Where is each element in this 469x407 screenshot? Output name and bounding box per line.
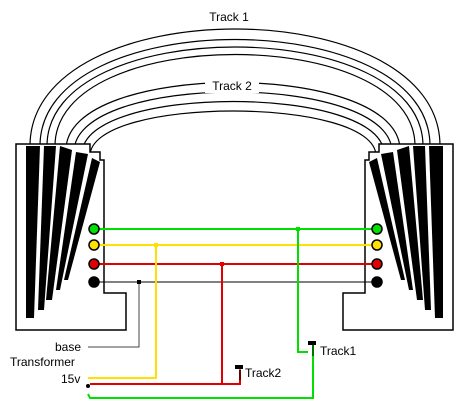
green-drop-wire-track1 [297, 229, 308, 353]
voltage-label: 15v [61, 372, 80, 386]
track1-switch [308, 341, 316, 356]
right-terminals [371, 223, 383, 288]
yellow-drop-wire [88, 245, 157, 379]
left-yellow-terminal [88, 239, 100, 251]
red-switch-wire [222, 370, 241, 385]
track-1-rail-3 [46, 46, 424, 147]
left-terminals [88, 223, 100, 288]
left-red-terminal [88, 258, 100, 270]
transformer-terminal [86, 384, 90, 388]
track-1 [29, 28, 441, 147]
left-black-terminal [88, 276, 100, 288]
right-green-terminal [371, 223, 383, 235]
right-black-terminal [371, 276, 383, 288]
track-1-outer-rail [29, 28, 441, 147]
track2-switch-label: Track2 [245, 366, 282, 380]
base-wire [88, 282, 140, 348]
left-green-terminal [88, 223, 100, 235]
track-1-rail-4 [54, 54, 416, 147]
green-junction [296, 227, 300, 231]
track-1-label: Track 1 [209, 10, 249, 24]
track-2 [65, 82, 401, 157]
left-end-piece [15, 143, 127, 331]
base-label: base [55, 340, 81, 354]
base-junction [137, 280, 141, 284]
track-2-inner-rail [89, 110, 377, 157]
yellow-junction [154, 243, 158, 247]
track2-switch [235, 365, 243, 380]
right-yellow-terminal [371, 239, 383, 251]
right-end-piece [342, 143, 454, 331]
track-2-label: Track 2 [212, 79, 252, 93]
track-1-inner-rail [39, 38, 431, 147]
red-junction [220, 262, 224, 266]
track-2-rail-3 [81, 100, 385, 155]
track1-switch-label: Track1 [320, 344, 357, 358]
green-return-wire [87, 345, 314, 399]
right-red-terminal [371, 258, 383, 270]
transformer-label: Transformer [10, 355, 75, 369]
